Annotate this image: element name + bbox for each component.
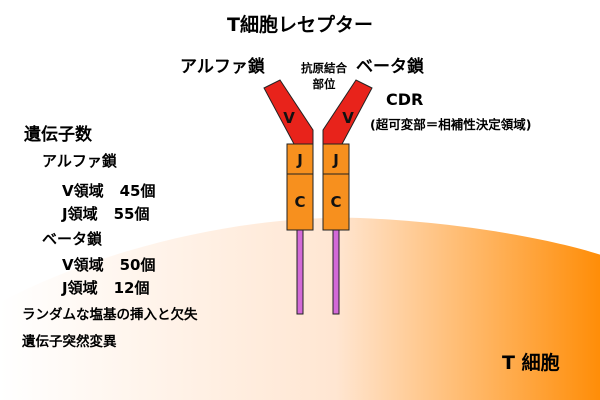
alpha-j-count: 55個 [113,205,150,223]
alpha-v-region [263,79,314,145]
diagram-title: T細胞レセプター [227,14,373,36]
alpha-chain-label: アルファ鎖 [180,57,265,77]
beta-v-region [322,79,373,145]
alpha-v-letter: V [283,109,295,127]
gene-count-alpha-label: アルファ鎖 [42,152,117,170]
beta-j-region-label: J領域 [62,279,98,297]
gene-count-alpha-v: V領域 45個 [62,180,155,201]
mechanism-mutation: 遺伝子突然変異 [22,334,117,350]
alpha-c-letter: C [294,193,305,211]
t-cell-label: T 細胞 [502,352,560,374]
beta-transmembrane [332,229,340,315]
alpha-j-letter: J [296,151,303,169]
beta-c-region [322,173,350,231]
mechanism-insertion-deletion: ランダムな塩基の挿入と欠失 [22,307,198,323]
alpha-transmembrane [296,229,304,315]
gene-count-title: 遺伝子数 [24,125,92,145]
gene-count-beta-label: ベータ鎖 [42,230,103,248]
beta-v-letter: V [342,109,354,127]
beta-c-letter: C [330,193,341,211]
gene-count-beta-v: V領域 50個 [62,254,155,275]
beta-j-letter: J [332,151,339,169]
beta-v-count: 50個 [119,256,156,274]
cdr-label: CDR [386,90,424,109]
beta-j-count: 12個 [113,279,150,297]
alpha-c-region [286,173,314,231]
beta-chain-label: ベータ鎖 [356,57,424,77]
alpha-j-region-label: J領域 [62,205,98,223]
gene-count-beta-j: J領域 12個 [62,277,149,298]
beta-v-region-label: V領域 [62,256,104,274]
alpha-v-region-label: V領域 [62,182,104,200]
antigen-binding-site-label: 抗原結合部位 [301,61,347,91]
alpha-v-count: 45個 [119,182,156,200]
cdr-description: (超可変部＝相補性決定領域) [370,117,532,132]
gene-count-alpha-j: J領域 55個 [62,203,149,224]
